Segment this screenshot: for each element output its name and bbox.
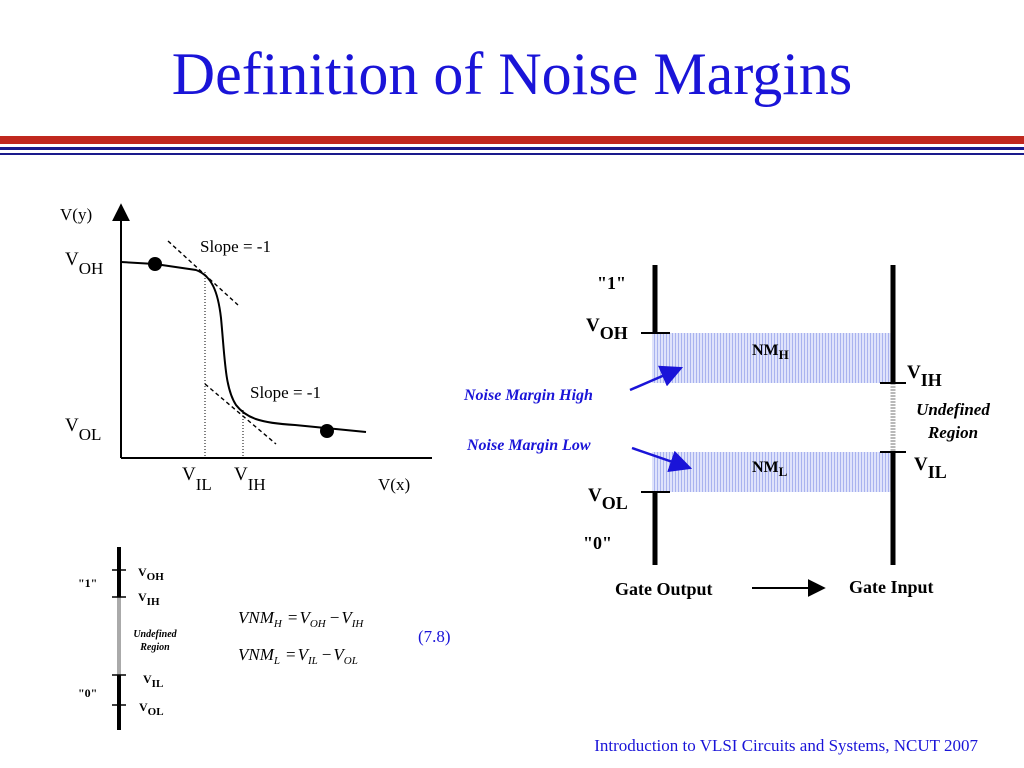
logic-zero-label: "0"	[583, 533, 612, 553]
vtc-curve	[120, 261, 367, 433]
vil-label: VIL	[914, 454, 947, 482]
equation-nml: VNML=VIL−VOL	[238, 645, 358, 667]
slope-lower-label: Slope = -1	[250, 383, 321, 402]
arrow-high	[629, 365, 684, 392]
logic-one-label: "1"	[597, 273, 626, 293]
vil-label: VIL	[182, 464, 212, 494]
small-logic-zero: "0"	[78, 686, 97, 700]
header-rule	[0, 136, 1024, 155]
vih-label: VIH	[234, 464, 266, 494]
equation-nmh: VNMH=VOH−VIH	[238, 608, 364, 630]
voh-point	[148, 257, 162, 271]
small-vil: VIL	[143, 672, 163, 690]
voh-label: VOH	[65, 249, 103, 278]
noise-margin-high-label: Noise Margin High	[463, 387, 593, 404]
noise-margin-diagram: "1" "0" VOH VOL VIH VIL NMH NML Undefine…	[463, 265, 990, 599]
small-margin-diagram: "1" "0" VOH VIH VIL VOL Undefined Region	[78, 547, 178, 730]
equation-number: (7.8)	[418, 627, 451, 646]
vol-label: VOL	[588, 485, 628, 513]
small-logic-one: "1"	[78, 576, 97, 590]
vol-point	[320, 424, 334, 438]
arrow-low	[631, 446, 693, 473]
vih-label: VIH	[907, 362, 942, 390]
slide-title: Definition of Noise Margins	[171, 41, 853, 107]
gate-output-label: Gate Output	[615, 579, 713, 599]
undefined-region-line2: Region	[927, 423, 978, 442]
equations: VNMH=VOH−VIH VNML=VIL−VOL (7.8)	[238, 608, 451, 667]
nml-label: NML	[752, 459, 788, 479]
small-vol: VOL	[139, 700, 164, 718]
small-undefined-line1: Undefined	[133, 629, 177, 640]
voh-label: VOH	[586, 315, 628, 343]
noise-margin-low-label: Noise Margin Low	[466, 437, 591, 454]
small-voh: VOH	[138, 565, 164, 583]
small-undefined-line2: Region	[139, 642, 170, 653]
small-vih: VIH	[138, 590, 160, 608]
nmh-label: NMH	[752, 342, 789, 362]
y-axis-label: V(y)	[60, 205, 92, 224]
slide-footer: Introduction to VLSI Circuits and System…	[594, 736, 978, 755]
gate-input-label: Gate Input	[849, 577, 934, 597]
undefined-region-line1: Undefined	[916, 400, 990, 419]
vol-label: VOL	[65, 415, 101, 444]
x-axis-label: V(x)	[378, 475, 410, 494]
tangent-lower	[204, 383, 277, 445]
slope-upper-label: Slope = -1	[200, 237, 271, 256]
transfer-curve: V(y) V(x) Slope = -1 Slope = -1 VOH VOL …	[60, 203, 432, 494]
tangent-upper	[167, 240, 239, 306]
nmh-band	[652, 333, 891, 383]
